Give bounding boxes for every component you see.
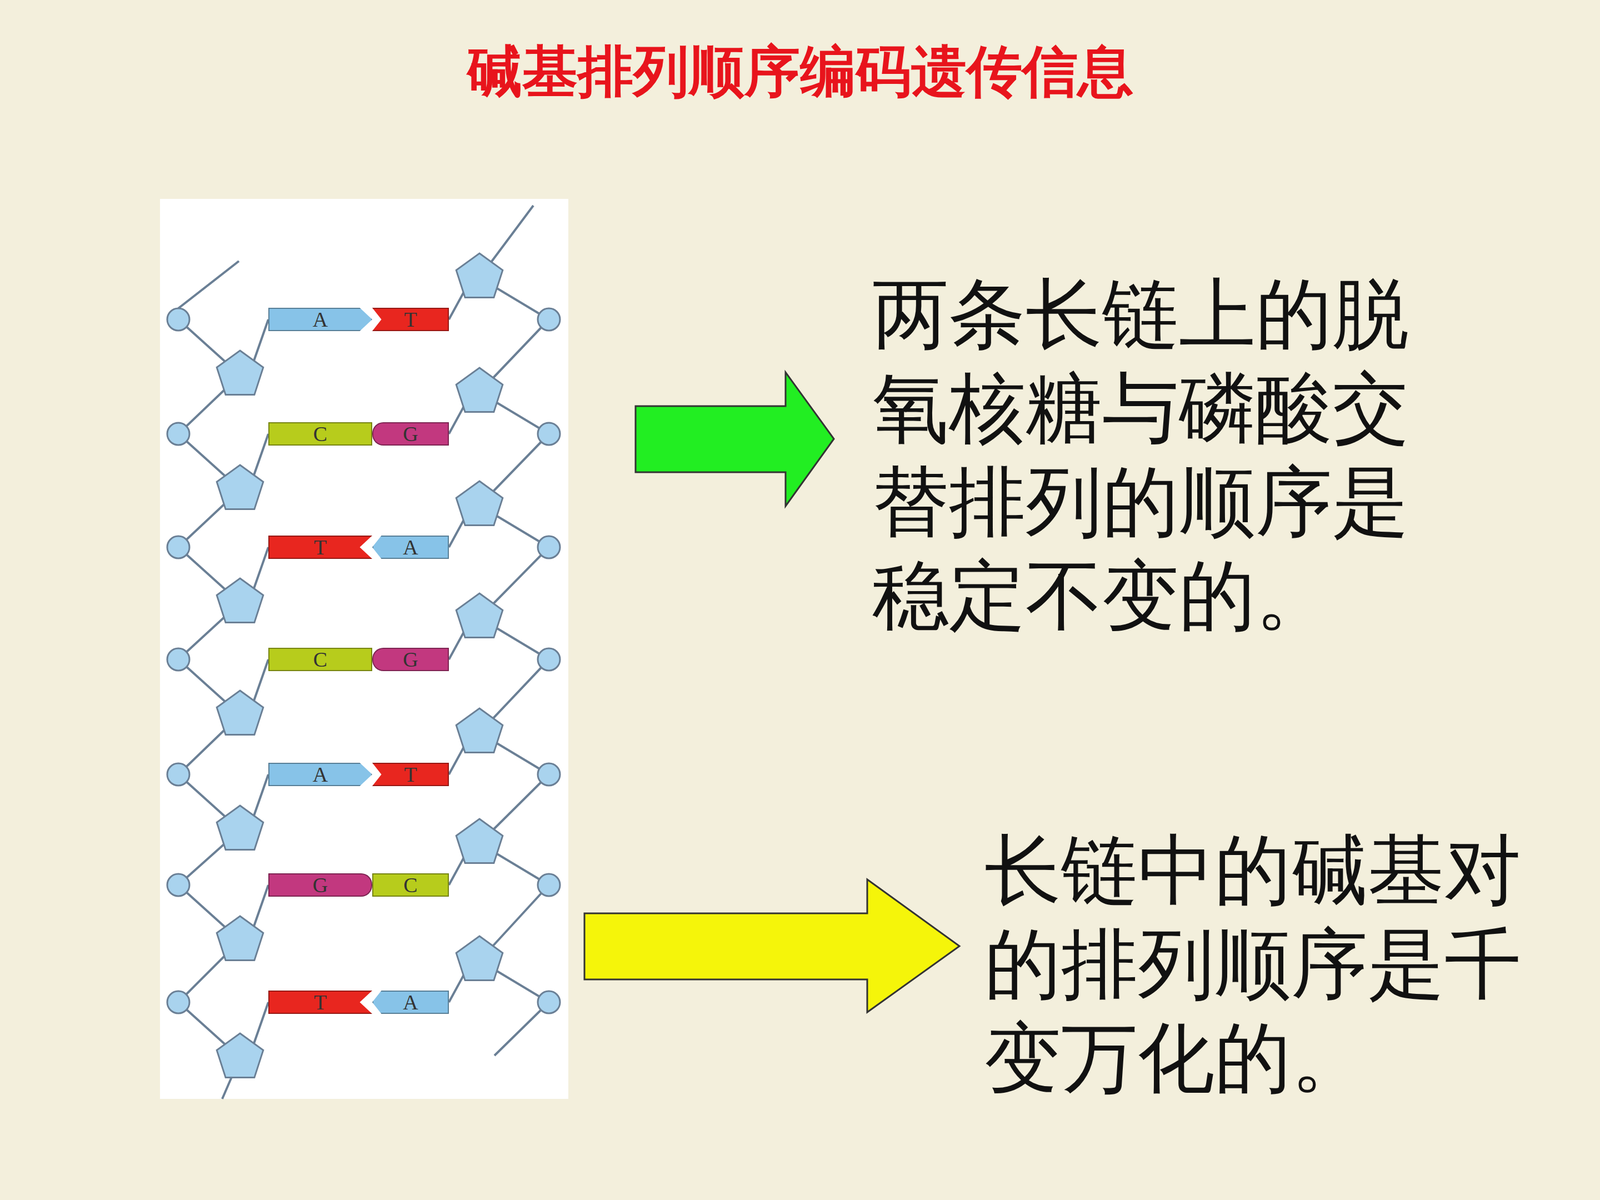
explanation-text: 长链中的碱基对的排列顺序是千变万化的。 [984,823,1535,1106]
base-letter: T [403,762,417,787]
phosphate [167,648,190,671]
phosphate [167,991,190,1014]
base-letter: C [313,647,328,672]
backbone-line [252,885,269,930]
base-bar: T [372,762,449,787]
base-letter: T [313,990,327,1015]
deoxyribose [216,805,264,850]
base-bar: A [372,990,449,1014]
phosphate [537,422,560,445]
base-letter: T [313,535,327,560]
backbone-line [178,261,239,309]
deoxyribose [456,818,503,864]
base-letter: A [312,307,328,332]
base-bar: T [268,990,373,1014]
base-bar: G [372,422,449,446]
phosphate [167,873,190,897]
deoxyribose [216,1033,264,1078]
phosphate [167,308,190,331]
phosphate [537,308,560,331]
deoxyribose [456,481,503,526]
base-bar: A [268,307,373,332]
phosphate [167,763,190,786]
backbone-line [252,1002,269,1047]
deoxyribose [456,593,503,638]
deoxyribose [456,936,503,981]
base-letter: T [403,307,417,332]
backbone-line [252,433,269,479]
yellow-arrow [584,879,960,1013]
base-bar: T [372,307,449,332]
slide-title: 碱基排列顺序编码遗传信息 [0,38,1600,106]
backbone-line [252,659,269,704]
image-panel [160,198,569,1099]
base-letter: A [402,990,418,1015]
phosphate [537,991,560,1014]
phosphate [167,536,190,559]
dna-backbone [167,205,560,1099]
base-letter: G [402,647,418,672]
deoxyribose [216,916,264,961]
base-bar: A [372,535,449,559]
base-bar: C [372,873,449,897]
base-letter: G [402,421,418,447]
base-letter: A [312,762,328,787]
base-bar: A [268,762,373,787]
explanation-text: 两条长链上的脱氧核糖与磷酸交替排列的顺序是稳定不变的。 [872,267,1423,644]
base-letter: C [403,872,418,898]
deoxyribose [456,367,503,413]
base-bar: C [268,647,373,672]
phosphate [537,873,560,897]
phosphate [537,763,560,786]
phosphate [167,422,190,445]
base-bar: G [268,873,373,897]
base-letter: A [402,535,418,560]
backbone-line [252,319,269,364]
deoxyribose [456,708,503,753]
backbone-line [252,774,269,819]
base-bar: T [268,535,373,559]
deoxyribose [216,465,264,510]
deoxyribose [216,578,264,623]
deoxyribose [216,690,264,735]
phosphate [537,536,560,559]
green-arrow [635,372,834,507]
base-bar: G [372,647,449,672]
base-bar: C [268,422,373,446]
deoxyribose [216,350,264,395]
backbone-line [252,547,269,592]
phosphate [537,648,560,671]
base-letter: C [313,421,328,447]
deoxyribose [456,253,503,298]
base-letter: G [312,872,328,898]
